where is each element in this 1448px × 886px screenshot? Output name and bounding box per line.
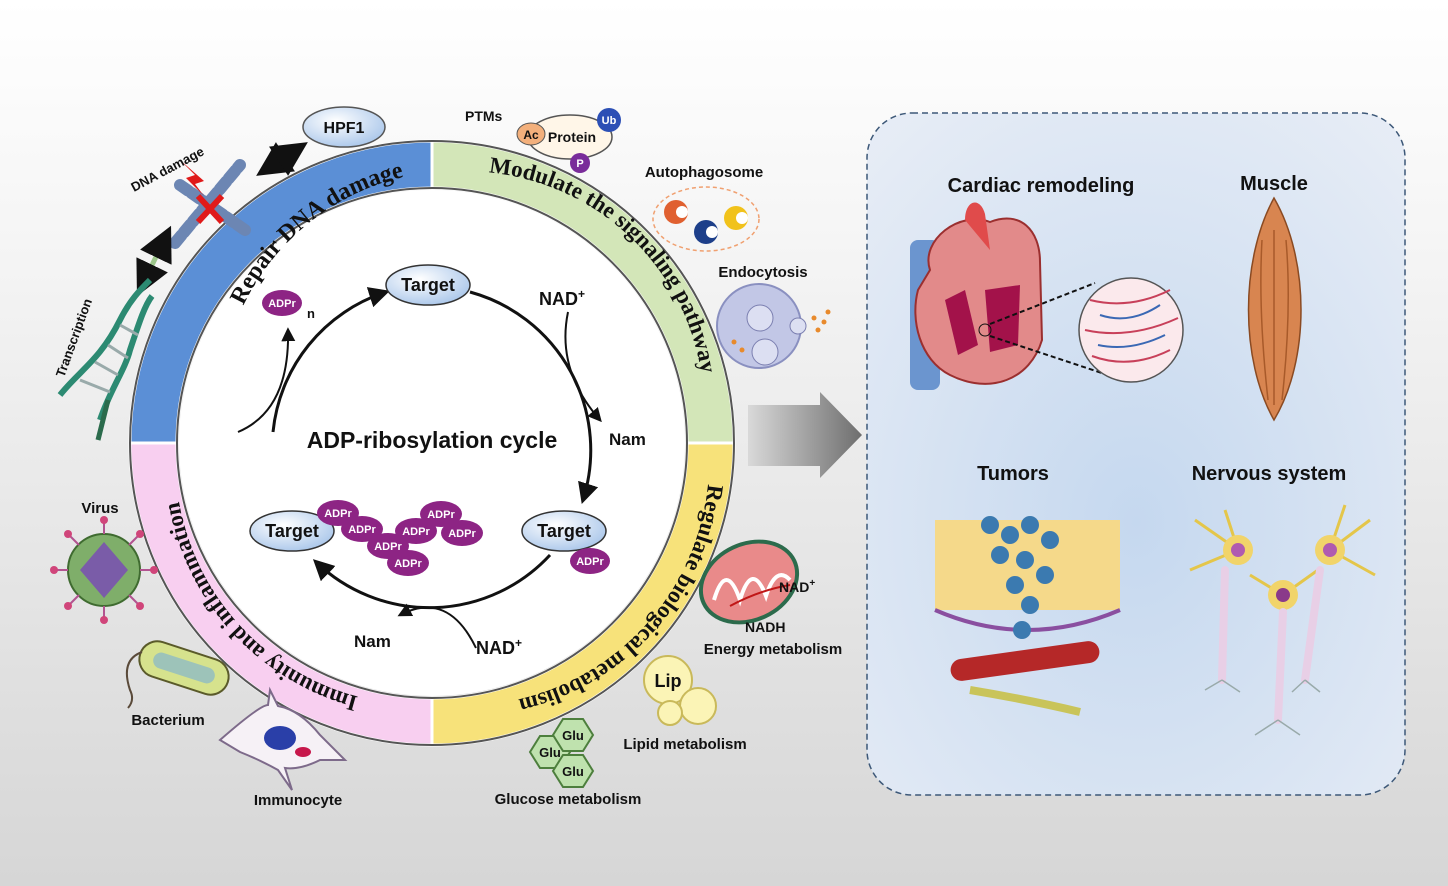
dna-helix-icon [57, 277, 155, 441]
adp-ribosylation-cycle [237, 287, 602, 649]
svg-text:ADPr: ADPr [324, 508, 352, 520]
endocytosis-icon [716, 283, 831, 369]
ptms-label: PTMs [465, 108, 503, 124]
svg-text:Target: Target [401, 275, 455, 295]
cycle-title: ADP-ribosylation cycle [307, 427, 558, 453]
dna-damage-label: DNA damage [128, 144, 206, 195]
muscle-icon [1247, 196, 1302, 422]
endocytosis-label: Endocytosis [718, 264, 807, 281]
glucose-hexagons-icon [528, 718, 595, 788]
tumor-tissue-icon [934, 516, 1121, 716]
p-badge: P [570, 153, 590, 173]
svg-text:ADPr: ADPr [348, 524, 376, 536]
immunocyte-label: Immunocyte [254, 792, 342, 809]
glu-label-2: Glu [562, 728, 584, 743]
hpf1-node: HPF1 [302, 106, 386, 148]
zoom-line-bottom [989, 335, 1121, 380]
neurons-icon [1189, 504, 1376, 736]
nad-branch-bottom [397, 603, 477, 649]
svg-text:ADPr: ADPr [268, 298, 296, 310]
svg-text:ADPr: ADPr [374, 541, 402, 553]
adpr-chain: ADPr ADPr ADPr ADPr ADPr ADPr ADPr [317, 500, 483, 576]
svg-text:Ac: Ac [523, 128, 539, 142]
bacterium-label: Bacterium [131, 712, 204, 729]
svg-text:Target: Target [537, 521, 591, 541]
tumors-label: Tumors [977, 463, 1049, 485]
mitochondrion-icon [698, 539, 800, 625]
zoom-line-top [989, 282, 1096, 325]
svg-text:HPF1: HPF1 [324, 120, 365, 137]
bacterium-icon [126, 640, 230, 709]
glucose-metabolism-label: Glucose metabolism [495, 791, 642, 808]
virus-label: Virus [81, 500, 118, 517]
target-node-right: Target [521, 510, 607, 552]
autophagosome-icon [652, 186, 760, 252]
cycle-arrow-top-left [271, 287, 390, 433]
mito-nad-label: NAD+ [779, 578, 815, 595]
nadh-label: NADH [745, 619, 785, 635]
target-node-top: Target [385, 264, 471, 306]
transcription-link-arrow [136, 225, 172, 297]
transition-arrow [748, 392, 862, 478]
applications-panel [866, 112, 1406, 796]
heart-icon [910, 202, 1044, 390]
muscle-label: Muscle [1240, 173, 1308, 195]
svg-text:ADPr: ADPr [394, 558, 422, 570]
cardiac-remodeling-label: Cardiac remodeling [948, 175, 1135, 197]
svg-text:P: P [576, 158, 583, 170]
hpf1-link-arrow [256, 142, 308, 176]
chromosome-icon [169, 159, 251, 249]
glu-label-3: Glu [562, 764, 584, 779]
energy-metabolism-label: Energy metabolism [704, 641, 842, 658]
lipid-metabolism-label: Lipid metabolism [623, 736, 746, 753]
svg-text:ADPr: ADPr [576, 556, 604, 568]
lip-label: Lip [655, 671, 682, 691]
nam-label-right: Nam [609, 430, 646, 449]
virus-icon [50, 516, 158, 624]
nad-label-bottom: NAD+ [476, 636, 522, 658]
svg-text:ADPr: ADPr [448, 528, 476, 540]
svg-text:Target: Target [265, 521, 319, 541]
adpr-single-right: ADPr [570, 548, 610, 574]
nad-label-top: NAD+ [539, 287, 585, 309]
ac-badge: Ac [516, 122, 546, 146]
svg-text:ADPr: ADPr [402, 526, 430, 538]
svg-text:Protein: Protein [548, 129, 596, 145]
nam-label-bottom: Nam [354, 632, 391, 651]
glu-label-1: Glu [539, 745, 561, 760]
svg-text:Ub: Ub [602, 115, 617, 127]
nad-branch-top [564, 311, 602, 423]
lipid-droplets-icon [643, 655, 717, 726]
adpr-single-top: ADPr n [262, 290, 315, 321]
myocardium-zoom-icon [1078, 277, 1184, 383]
svg-text:n: n [307, 306, 315, 321]
target-node-left: Target [249, 510, 335, 552]
svg-text:ADPr: ADPr [427, 509, 455, 521]
nervous-system-label: Nervous system [1192, 463, 1347, 485]
autophagosome-label: Autophagosome [645, 164, 763, 181]
ub-badge: Ub [597, 108, 621, 132]
adpr-n-release-arrow [237, 327, 296, 433]
outer-ring [128, 139, 736, 747]
immunocyte-icon [218, 686, 348, 791]
